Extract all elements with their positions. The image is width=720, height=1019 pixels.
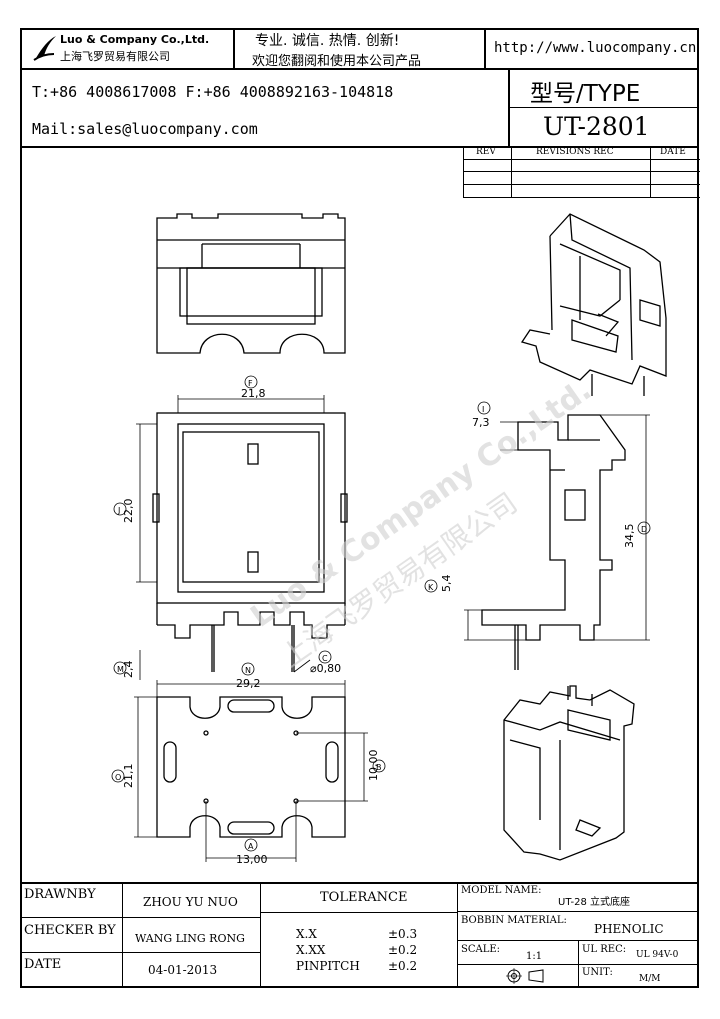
model-label: MODEL NAME: [461,885,542,896]
ulrec-value: UL 94V-0 [636,950,679,960]
header-vline-1 [233,28,235,69]
revision-table: REV REVISIONS REC DATE [463,146,700,198]
top-view [136,395,348,680]
isometric-view-top [520,213,667,396]
dim-J-value: 22,0 [122,499,135,524]
dim-B-value: 10,00 [367,750,380,782]
tol-xx-value: ±0.3 [388,927,418,941]
tolerance-label: TOLERANCE [320,890,408,905]
bobbin-value: PHENOLIC [594,922,664,936]
front-view [156,213,346,354]
dim-O-label: O [115,773,121,782]
tb-vline-2 [260,882,261,988]
bobbin-label: BOBBIN MATERIAL: [461,915,567,926]
dim-J-label: J [117,506,120,515]
phone-fax-text: T:+86 4008617008 F:+86 4008892163-104818 [32,83,394,101]
checker-value: WANG LING RONG [135,932,245,945]
dim-O-value: 21,1 [122,764,135,789]
welcome-text: 欢迎您翻阅和使用本公司产品 [252,54,422,69]
tol-xxx-value: ±0.2 [388,943,418,957]
date-col-header: DATE [660,147,686,157]
scale-value: 1:1 [526,951,543,962]
tol-pinpitch-key: PINPITCH [296,959,360,973]
dim-A-label: A [248,842,254,851]
scale-label: SCALE: [461,944,501,955]
projection-symbol-icon [506,968,544,984]
date-value: 04-01-2013 [148,963,218,977]
ulrec-label: UL REC: [582,944,627,955]
drawing-sheet [20,28,699,988]
dim-K-label: K [428,583,434,592]
header-vline-2 [484,28,486,69]
tb-hline-2 [20,952,260,953]
mail-text: Mail:sales@luocompany.com [32,120,258,138]
tb-vline-1 [122,882,123,988]
checker-label: CHECKER BY [24,923,116,938]
side-view [464,414,650,670]
website-link[interactable]: http://www.luocompany.cn [494,40,697,56]
dim-K-value: 5,4 [440,575,453,593]
tb-vline-3 [457,882,458,988]
type-value: UT-2801 [543,112,650,141]
title-block-top [20,882,699,884]
dim-A-value: 13,00 [236,853,268,866]
technical-drawing: F 21,8 J 22,0 I 7,3 D 34,5 K 5,4 M 2,4 C… [111,213,667,866]
header-divider [20,68,699,70]
dim-I-value: 7,3 [472,416,490,429]
dim-C-label: C [322,654,328,663]
date-label: DATE [24,957,62,972]
unit-value: M/M [639,974,661,984]
dim-D-value: 34,5 [623,524,636,549]
watermark-en: Luo & Company Co.,Ltd. [245,373,598,635]
type-label: 型号/TYPE [530,81,641,107]
model-value: UT-28 立式底座 [558,897,631,908]
dim-M-label: M [117,665,124,674]
dim-N-label: N [245,666,251,675]
watermark: Luo & Company Co.,Ltd. 上海飞罗贸易有限公司 [245,373,598,674]
dim-D-label: D [641,525,647,534]
tb-hline-tol [260,912,457,913]
tb-hline-1 [20,917,260,918]
revisions-rec-col-header: REVISIONS REC [536,147,614,157]
dim-B-label: B [376,763,382,772]
unit-label: UNIT: [582,967,613,978]
tb-vline-r [578,940,579,988]
dim-N-value: 29,2 [236,677,261,690]
dim-F-label: F [248,379,253,388]
tol-xx-key: X.X [296,927,317,941]
dim-F-value: 21,8 [241,387,266,400]
company-name-cn: 上海飞罗贸易有限公司 [60,50,170,63]
tol-pinpitch-value: ±0.2 [388,959,418,973]
type-hline [508,107,699,108]
dim-C-value: ⌀0,80 [310,662,341,675]
company-logo-icon [33,36,56,61]
slogan-text: 专业. 诚信. 热情. 创新! [255,33,400,49]
info-divider [20,146,699,148]
company-name-en: Luo & Company Co.,Ltd. [60,33,210,46]
dim-M-value: 2,4 [122,661,135,679]
isometric-view-bottom [503,685,635,861]
drawnby-label: DRAWNBY [24,887,96,902]
tol-xxx-key: X.XX [296,943,326,957]
drawnby-value: ZHOU YU NUO [143,895,238,909]
tb-hline-r1 [457,911,699,912]
bottom-view [134,680,368,862]
rev-col-header: REV [476,147,496,157]
dim-I-label: I [482,405,484,414]
